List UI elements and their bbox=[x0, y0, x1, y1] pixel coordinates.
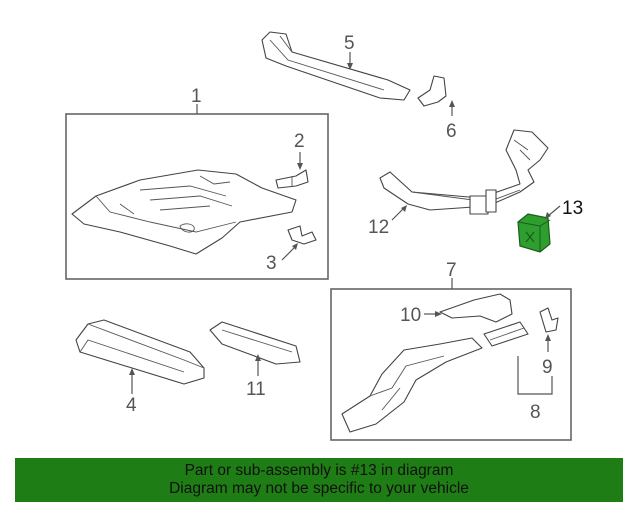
callout-5-arrow bbox=[347, 63, 353, 70]
hitch-cover-part-13 bbox=[517, 213, 551, 253]
callout-6-arrow bbox=[449, 100, 455, 107]
callout-11-arrow bbox=[255, 354, 261, 361]
callout-9-arrow bbox=[545, 334, 551, 341]
callout-3-leader bbox=[281, 245, 297, 261]
callout-1: 1 bbox=[191, 86, 202, 107]
banner-line-1: Part or sub-assembly is #13 in diagram bbox=[184, 462, 454, 479]
callout-5: 5 bbox=[344, 33, 355, 54]
callout-13: 13 bbox=[562, 198, 583, 219]
callout-3-arrow bbox=[292, 243, 298, 250]
rear-side-rail-part-7 bbox=[341, 337, 483, 433]
bracket-part-6 bbox=[417, 75, 447, 107]
callout-2: 2 bbox=[294, 131, 305, 152]
callout-10-arrow bbox=[435, 311, 442, 317]
callout-4-arrow bbox=[129, 368, 135, 375]
callout-12-leader bbox=[391, 207, 405, 221]
callout-8: 8 bbox=[530, 402, 541, 423]
callout-7: 7 bbox=[446, 260, 457, 281]
receiver-block bbox=[469, 195, 489, 215]
rail-extension-part-10 bbox=[439, 293, 513, 323]
floor-pan-part-1 bbox=[71, 169, 297, 255]
callout-4: 4 bbox=[126, 395, 137, 416]
callout-6: 6 bbox=[446, 121, 457, 142]
side-sill-part-4 bbox=[75, 319, 205, 385]
callout-13-arrow bbox=[545, 212, 551, 219]
callout-8-leader bbox=[517, 356, 553, 395]
clip-part-3 bbox=[287, 225, 317, 245]
callout-12: 12 bbox=[368, 217, 389, 238]
callout-9: 9 bbox=[542, 357, 553, 378]
banner-line-2: Diagram may not be specific to your vehi… bbox=[169, 480, 469, 497]
callout-11: 11 bbox=[246, 379, 266, 400]
rail-part-5 bbox=[261, 31, 411, 101]
callout-13-leader bbox=[547, 205, 561, 217]
clip-part-9 bbox=[539, 307, 559, 333]
callout-12-arrow bbox=[401, 205, 407, 212]
brace-part-8 bbox=[483, 321, 529, 347]
info-banner: Part or sub-assembly is #13 in diagram D… bbox=[15, 458, 623, 502]
sill-part-11 bbox=[209, 321, 301, 365]
callout-2-arrow bbox=[297, 163, 303, 170]
callout-10: 10 bbox=[400, 305, 421, 326]
receiver-mount bbox=[485, 189, 497, 213]
bracket-part-2 bbox=[275, 169, 309, 189]
crossmember-part-12 bbox=[379, 129, 549, 215]
rear-rail-group-box bbox=[330, 288, 572, 441]
callout-3: 3 bbox=[266, 253, 277, 274]
